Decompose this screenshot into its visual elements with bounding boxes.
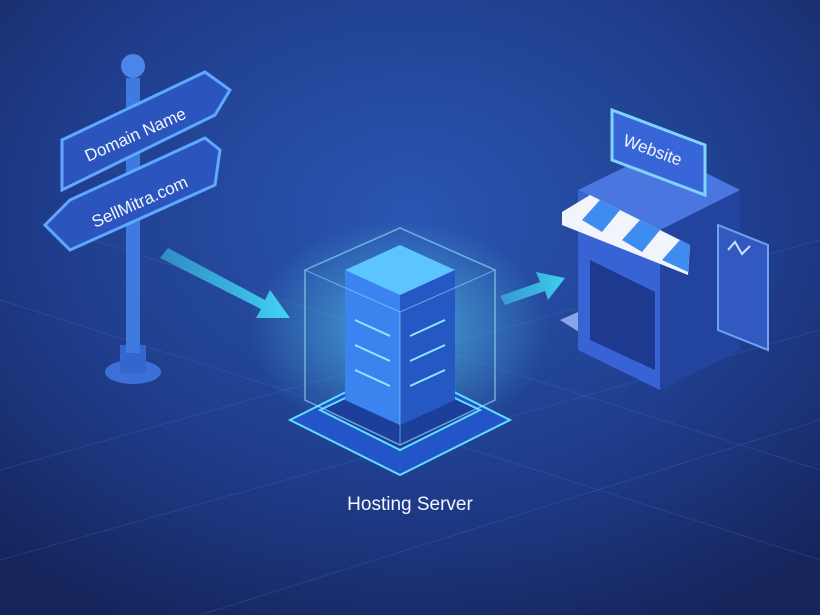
website-storefront: Website: [560, 107, 769, 390]
website-sign-board: [610, 107, 707, 198]
hosting-server: [250, 220, 550, 477]
signpost: Domain Name SellMitra.com: [42, 54, 232, 384]
pole-ball: [121, 54, 145, 78]
sellmitra-sign: [42, 136, 222, 252]
hosting-server-caption: Hosting Server: [347, 494, 473, 515]
side-display-panel: [717, 223, 769, 352]
domain-name-sign: [60, 70, 232, 193]
